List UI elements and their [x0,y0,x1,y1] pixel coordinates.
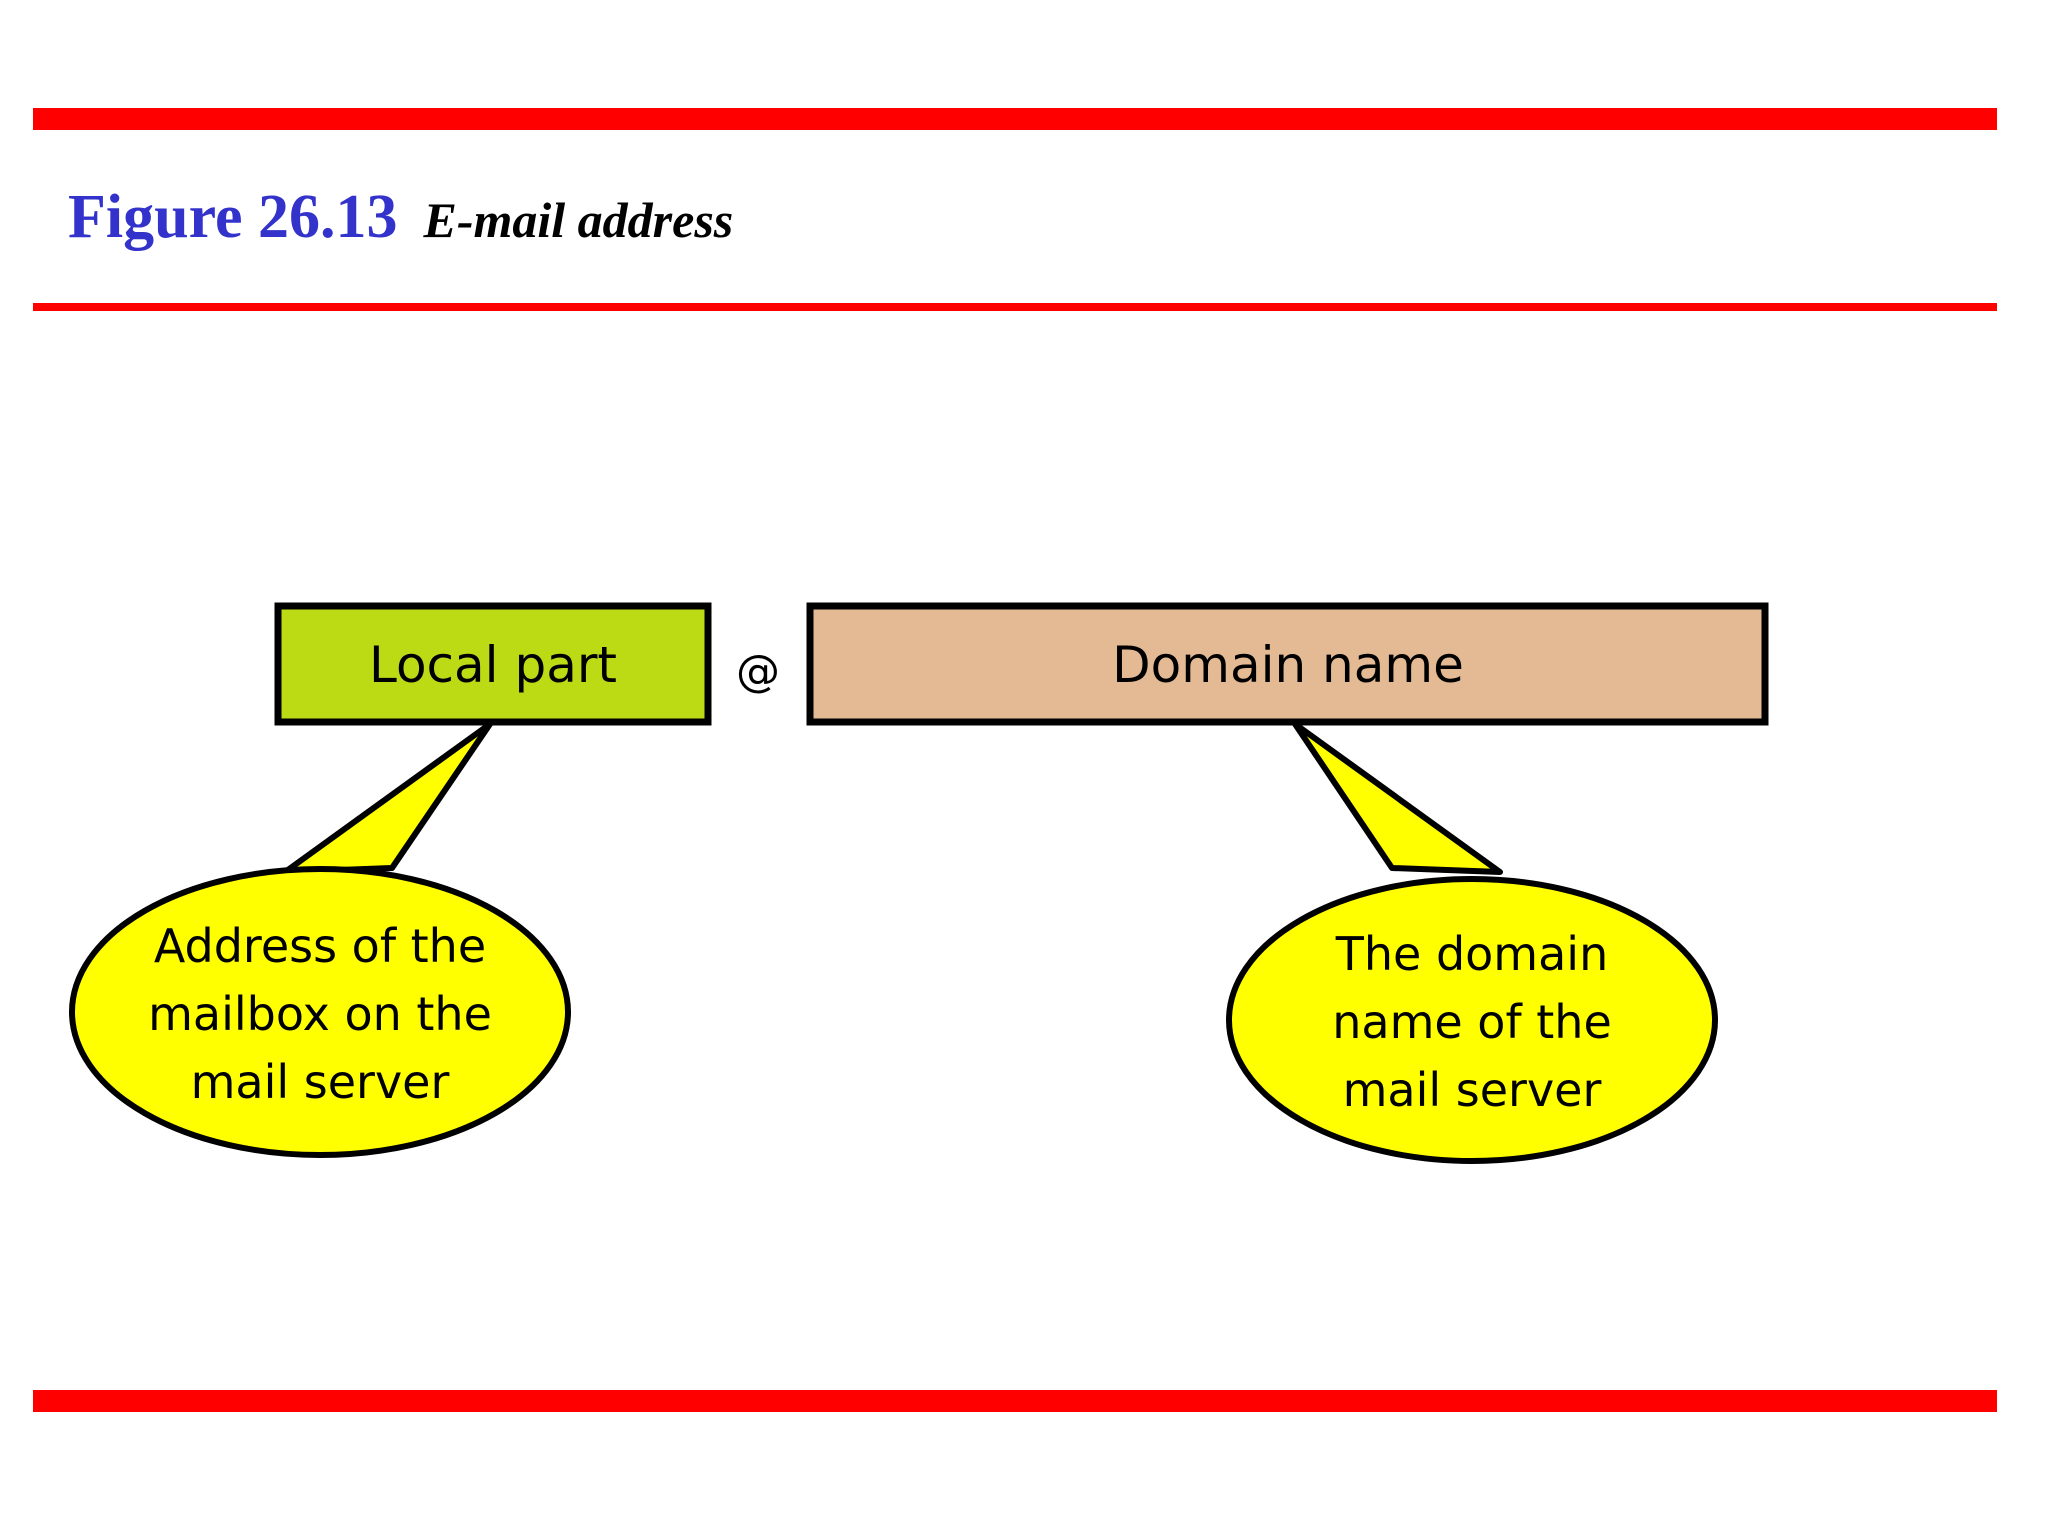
domain-name-box: Domain name [806,602,1769,726]
bottom-red-rule [33,1390,1997,1412]
domain-name-callout-line-3: mail server [1343,1063,1602,1117]
title-separator-rule [33,303,1997,311]
local-part-box-shape [274,602,712,726]
local-part-callout-line-3: mail server [191,1055,450,1109]
local-part-callout: Address of the mailbox on the mail serve… [69,721,571,1158]
local-part-callout-line-1: Address of the [154,919,486,973]
figure-caption: E-mail address [423,192,734,248]
figure-number: Figure 26.13 [68,183,398,251]
page-title: Figure 26.13 E-mail address [68,182,733,253]
top-red-rule [33,108,1997,130]
domain-name-callout-line-1: The domain [1335,927,1608,981]
domain-name-callout-tail [1292,721,1503,875]
local-part-callout-line-2: mailbox on the [148,987,492,1041]
local-part-box: Local part [274,602,712,726]
local-part-box-label: Local part [369,636,617,694]
domain-name-box-label: Domain name [1112,636,1464,694]
domain-name-callout-line-2: name of the [1332,995,1612,1049]
domain-name-callout: The domain name of the mail server [1226,721,1718,1164]
domain-name-box-shape [806,602,1769,726]
domain-name-callout-bubble [1226,876,1718,1164]
at-separator: @ [736,646,780,697]
local-part-callout-tail [282,721,493,875]
local-part-callout-bubble [69,866,571,1158]
